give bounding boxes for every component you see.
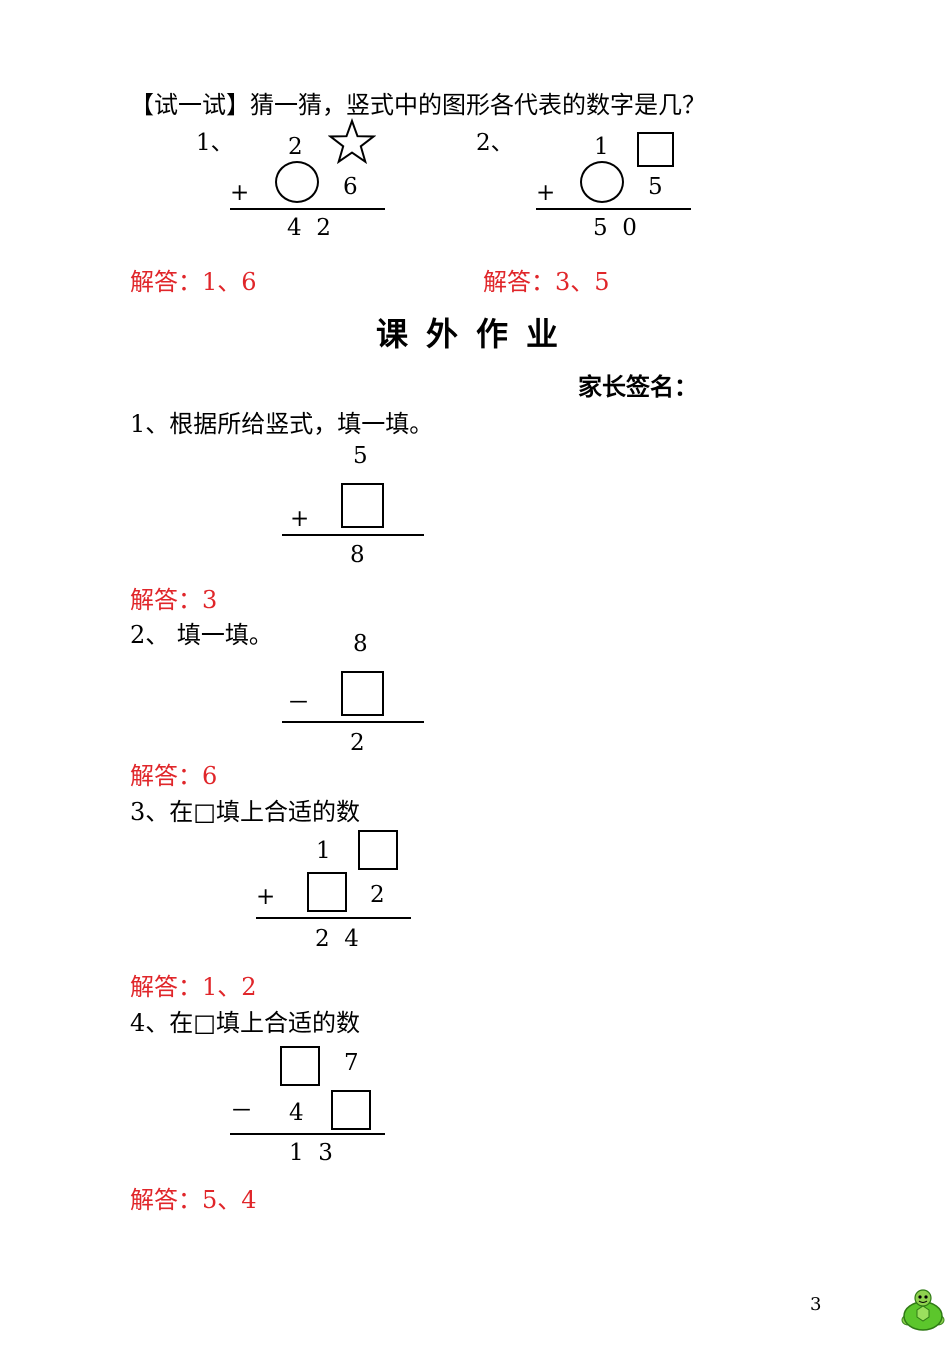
q3-answer-box-ones[interactable] <box>358 830 398 870</box>
q4-answer: 解答：5、4 <box>130 1186 257 1214</box>
q2-minus-sign: － <box>287 690 310 716</box>
q4-prompt: 4、在□填上合适的数 <box>130 1009 360 1037</box>
problem-2-bottom-digit: 5 <box>648 174 663 200</box>
problem-1-top-digit: 2 <box>288 134 303 160</box>
q3-top-digit: 1 <box>316 838 331 864</box>
problem-2-plus-sign: + <box>536 180 556 206</box>
turtle-icon <box>901 1289 945 1331</box>
q4-difference-line <box>230 1133 385 1135</box>
q3-answer: 解答：1、2 <box>130 973 257 1001</box>
problem-2-top-digit: 1 <box>594 134 609 160</box>
page-number: 3 <box>810 1294 822 1315</box>
q1-answer-box[interactable] <box>341 483 384 528</box>
q3-plus-sign: + <box>256 884 276 910</box>
q3-bottom-digit: 2 <box>370 882 385 908</box>
q2-result: 2 <box>350 730 365 756</box>
circle-blank-2 <box>580 161 624 203</box>
q4-answer-box-ones[interactable] <box>331 1090 371 1130</box>
q2-answer: 解答：6 <box>130 762 218 790</box>
intro-heading: 【试一试】猜一猜，竖式中的图形各代表的数字是几？ <box>130 91 706 119</box>
q2-difference-line <box>282 721 424 723</box>
problem-2-sum-line <box>536 208 691 210</box>
q3-answer-box-tens[interactable] <box>307 872 347 912</box>
problem-2-number: 2、 <box>476 130 514 156</box>
circle-blank-1 <box>275 161 319 203</box>
problem-1-answer: 解答：1、6 <box>130 268 257 296</box>
problem-1-result: 4 2 <box>287 215 331 241</box>
q1-plus-sign: + <box>290 506 310 532</box>
problem-2-result: 5 0 <box>593 215 637 241</box>
q1-result: 8 <box>350 542 365 568</box>
q4-result: 1 3 <box>289 1140 333 1166</box>
q4-top-digit: 7 <box>344 1050 359 1076</box>
q1-top-digit: 5 <box>353 443 368 469</box>
section-title: 课外作业 <box>376 315 577 353</box>
square-blank-p2 <box>637 132 674 167</box>
star-icon <box>328 118 376 165</box>
problem-1-sum-line <box>230 208 385 210</box>
q4-minus-sign: － <box>230 1098 253 1124</box>
q1-prompt: 1、根据所给竖式，填一填。 <box>130 410 434 438</box>
q2-prompt: 2、 填一填。 <box>130 621 273 649</box>
problem-2-answer: 解答：3、5 <box>483 268 610 296</box>
q4-bottom-digit: 4 <box>289 1100 304 1126</box>
q2-answer-box[interactable] <box>341 671 384 716</box>
parent-signature-label: 家长签名： <box>578 372 698 401</box>
q4-answer-box-tens[interactable] <box>280 1046 320 1086</box>
problem-1-plus-sign: + <box>230 180 250 206</box>
q1-sum-line <box>282 534 424 536</box>
q3-prompt: 3、在□填上合适的数 <box>130 798 360 826</box>
q2-top-digit: 8 <box>353 631 368 657</box>
q3-result: 2 4 <box>315 926 359 952</box>
problem-1-bottom-digit: 6 <box>343 174 358 200</box>
q3-sum-line <box>256 917 411 919</box>
q1-answer: 解答：3 <box>130 586 218 614</box>
problem-1-number: 1、 <box>196 130 234 156</box>
